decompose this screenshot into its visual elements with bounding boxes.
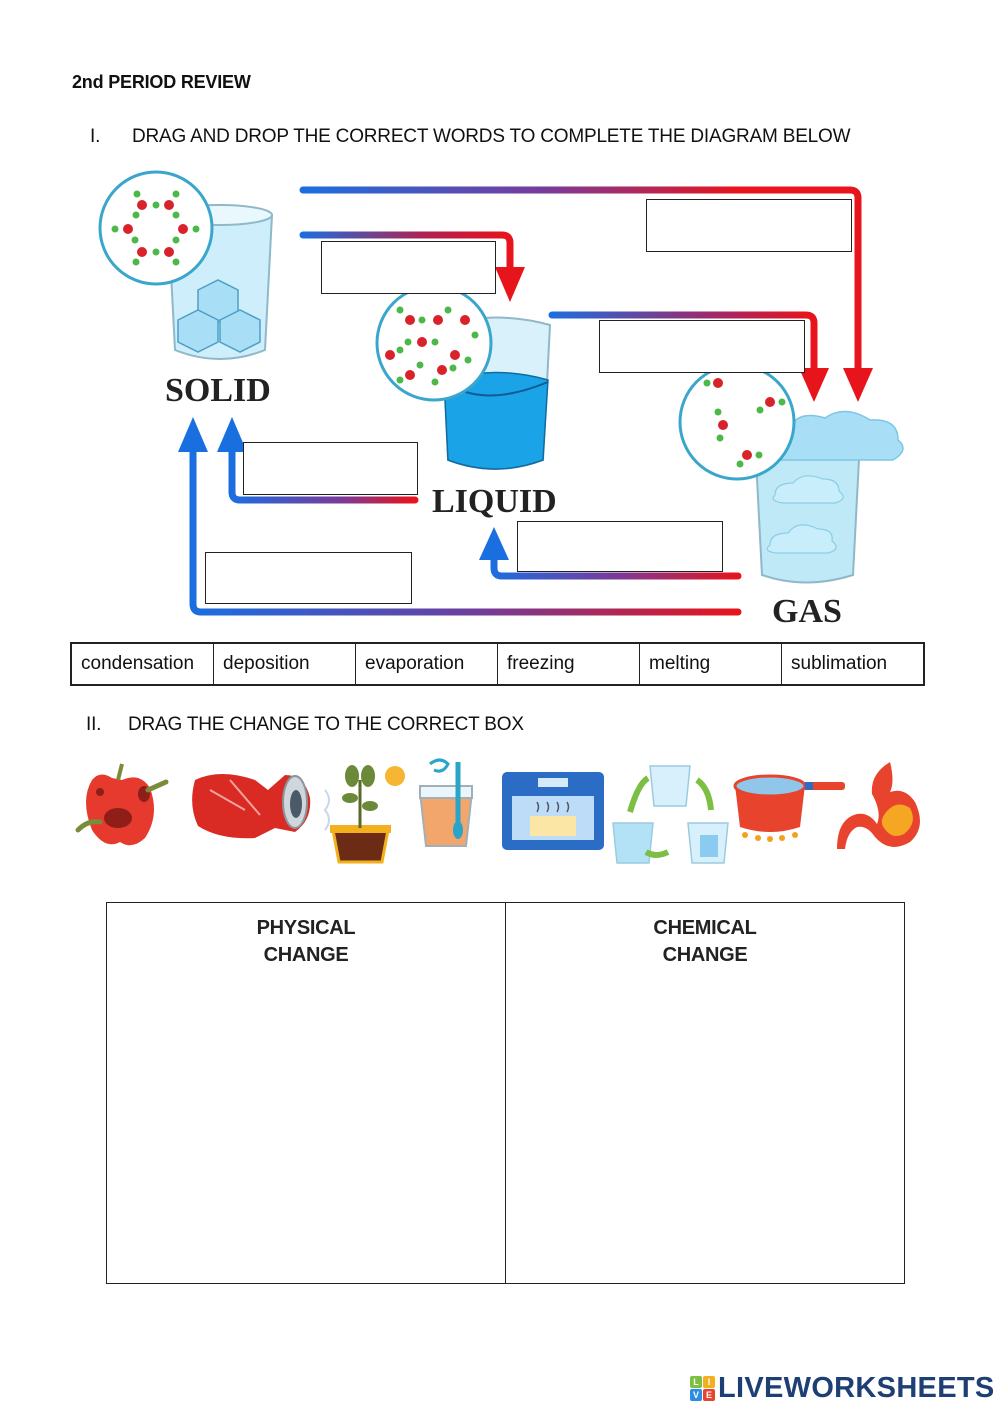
liquid-label: LIQUID [432,483,557,520]
boiling-pot-icon[interactable] [733,774,845,842]
logo-letter: I [703,1376,715,1388]
word-chip-sublimation[interactable]: sublimation [791,653,888,674]
word-chip-condensation[interactable]: condensation [72,644,214,684]
drop-box-gas-to-solid[interactable] [205,552,412,604]
solid-label: SOLID [165,372,271,409]
logo-letter: V [690,1389,702,1401]
word-chip-evaporation[interactable]: evaporation [356,644,498,684]
arrow-gas-to-solid [189,436,742,616]
dissolving-drink-icon[interactable] [418,758,474,847]
baking-cake-oven-icon[interactable] [502,772,604,850]
arrow-liquid-to-gas [548,311,818,379]
crushed-can-icon[interactable] [192,774,311,839]
section-number: I. [90,126,101,147]
arrow-solid-to-gas [299,186,862,379]
logo-letter: E [703,1389,715,1401]
rotten-apple-icon[interactable] [75,763,169,846]
arrowhead-icon [799,368,829,402]
drop-box-liquid-to-solid[interactable] [243,442,418,495]
logo-blocks-icon: L I V E [690,1376,715,1401]
water-cycle-glasses-icon[interactable] [612,765,729,864]
liveworksheets-logo: L I V E LIVEWORKSHEETS [690,1372,995,1405]
solid-molecules-magnifier-icon [98,170,214,286]
arrowhead-icon [479,527,509,560]
arrowhead-icon [495,267,525,302]
chemical-change-header: CHEMICAL CHANGE [506,915,904,969]
header-line: CHANGE [662,944,748,966]
sorting-table: PHYSICAL CHANGE CHEMICAL CHANGE [106,902,905,1284]
liquid-molecules-magnifier-icon [375,284,493,402]
word-chip-deposition[interactable]: deposition [214,644,356,684]
arrowhead-icon [843,368,873,402]
word-chip-freezing[interactable]: freezing [498,644,640,684]
chemical-change-dropzone[interactable]: CHEMICAL CHANGE [506,903,904,1283]
header-line: CHEMICAL [653,917,757,939]
gas-label: GAS [772,593,842,630]
arrow-gas-to-liquid [490,551,742,580]
physical-change-dropzone[interactable]: PHYSICAL CHANGE [107,903,506,1283]
section-instruction: DRAG AND DROP THE CORRECT WORDS TO COMPL… [132,126,851,147]
arrow-liquid-to-solid [228,436,419,504]
section-number: II. [86,714,102,735]
arrowhead-icon [178,417,208,452]
drop-box-solid-to-gas[interactable] [646,199,852,252]
header-line: PHYSICAL [256,917,356,939]
drop-box-liquid-to-gas[interactable] [599,320,805,373]
header-line: CHANGE [263,944,349,966]
section-instruction: DRAG THE CHANGE TO THE CORRECT BOX [128,714,524,735]
word-bank: condensation deposition evaporation free… [70,642,925,686]
change-cards [75,758,920,864]
drop-box-solid-to-liquid[interactable] [321,241,496,294]
arrowhead-icon [217,417,247,452]
physical-change-header: PHYSICAL CHANGE [107,915,505,969]
gas-molecules-magnifier-icon [678,363,796,481]
states-of-matter-diagram: SOLID LIQUID GAS [98,170,904,630]
plant-photosynthesis-icon[interactable] [323,765,405,864]
brand-name: LIVEWORKSHEETS [718,1372,995,1404]
arrow-solid-to-liquid [299,231,514,274]
page-title: 2nd PERIOD REVIEW [72,72,251,92]
word-chip-melting[interactable]: melting [640,644,782,684]
logo-letter: L [690,1376,702,1388]
stomach-digestion-icon[interactable] [837,762,920,849]
gas-glass-icon [753,410,904,584]
drop-box-gas-to-liquid[interactable] [517,521,723,572]
